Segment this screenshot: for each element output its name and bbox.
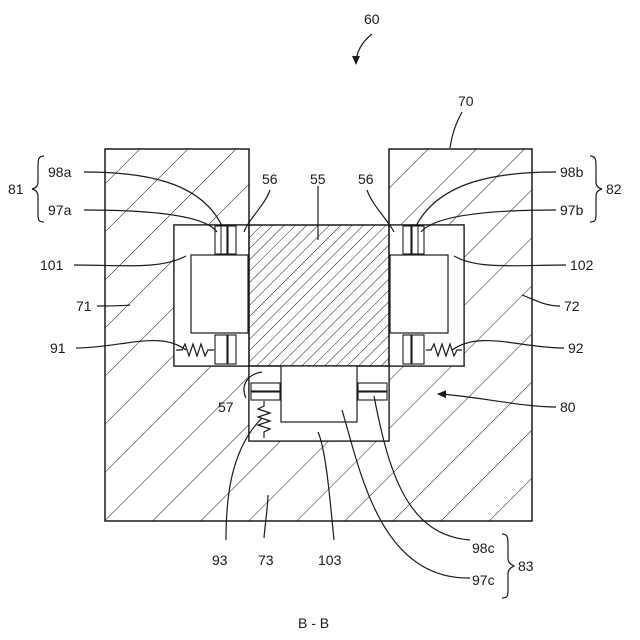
section-label: B - B — [298, 615, 329, 631]
label-101: 101 — [40, 257, 64, 273]
label-82: 82 — [606, 181, 622, 197]
left-pin-bottom — [215, 335, 227, 364]
bottom-pin-left-2 — [251, 392, 280, 400]
label-55: 55 — [310, 171, 326, 187]
left-pin-bottom-2 — [228, 335, 236, 364]
label-103: 103 — [318, 552, 342, 568]
bottom-pin-right — [358, 383, 387, 391]
right-pin-bottom-2 — [412, 335, 424, 364]
label-81: 81 — [8, 181, 24, 197]
label-57: 57 — [218, 399, 234, 415]
brace-82 — [590, 156, 602, 222]
label-60: 60 — [364, 11, 380, 27]
right-block — [390, 255, 448, 333]
label-56-right: 56 — [358, 171, 374, 187]
label-97c: 97c — [472, 572, 495, 588]
label-83: 83 — [518, 558, 534, 574]
label-91: 91 — [50, 340, 66, 356]
right-pin-top — [403, 226, 411, 254]
label-80: 80 — [560, 399, 576, 415]
label-98a: 98a — [48, 164, 72, 180]
right-pin-bottom — [403, 335, 411, 364]
label-93: 93 — [212, 552, 228, 568]
bottom-pin-right-2 — [358, 392, 387, 400]
label-71: 71 — [76, 298, 92, 314]
label-102: 102 — [570, 257, 594, 273]
label-92: 92 — [568, 340, 584, 356]
left-block — [191, 255, 248, 333]
bottom-pin-left — [251, 383, 280, 391]
left-pin-top-2 — [228, 226, 236, 254]
bottom-block — [281, 366, 357, 422]
label-97a: 97a — [48, 202, 72, 218]
leader-60 — [356, 34, 372, 64]
label-72: 72 — [564, 298, 580, 314]
label-97b: 97b — [560, 202, 584, 218]
brace-83 — [502, 534, 514, 598]
label-56-left: 56 — [262, 171, 278, 187]
label-98c: 98c — [472, 540, 495, 556]
label-70: 70 — [458, 93, 474, 109]
core-55 — [249, 225, 389, 366]
brace-81 — [32, 156, 44, 222]
label-98b: 98b — [560, 164, 584, 180]
leader-70 — [450, 112, 462, 148]
label-73: 73 — [258, 552, 274, 568]
